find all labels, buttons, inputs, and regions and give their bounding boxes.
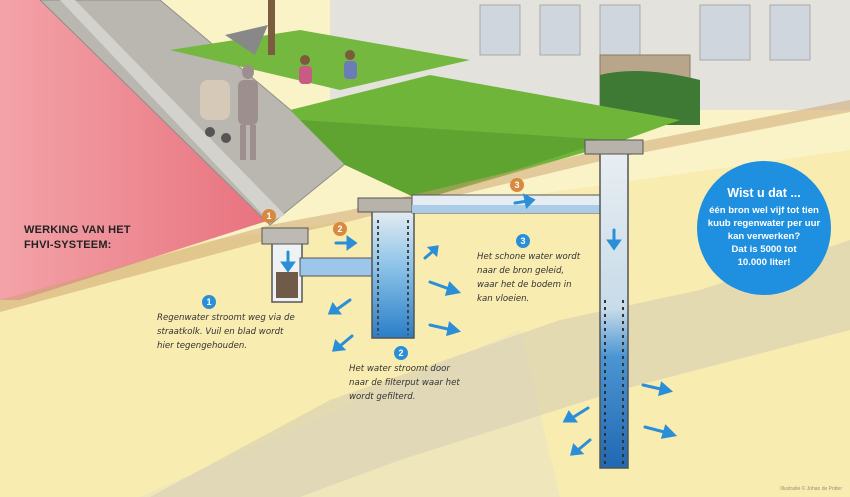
fact-heading: Wist u dat ...	[727, 186, 801, 200]
step-badge-2: 2	[394, 346, 408, 360]
title-line-1: WERKING VAN HET	[24, 224, 131, 236]
fact-line-4: Dat is 5000 tot	[731, 244, 797, 255]
step-note-3: Het schone water wordt naar de bron gele…	[477, 250, 580, 306]
marker-orange-1: 1	[262, 209, 276, 223]
umbrella	[225, 25, 268, 55]
tree-trunk	[268, 0, 275, 55]
step-badge-3: 3	[516, 234, 530, 248]
road	[0, 0, 270, 300]
step-badge-1: 1	[202, 295, 216, 309]
step-note-2: Het water stroomt door naar de filterput…	[349, 362, 460, 404]
illustration-credit: Illustratie © Johan de Potter	[780, 486, 842, 492]
fact-line-5: 10.000 liter!	[737, 257, 791, 268]
step-2-line-2: naar de filterput waar het	[349, 378, 460, 388]
title-line-2: FHVI-SYSTEEM:	[24, 239, 112, 251]
fact-circle: Wist u dat ... één bron wel vijf tot tie…	[697, 161, 831, 295]
flow-arrows	[280, 193, 678, 456]
step-1-line-2: straatkolk. Vuil en blad wordt	[157, 327, 284, 337]
fact-line-2: kuub regenwater per uur	[707, 218, 821, 229]
children	[299, 50, 357, 84]
step-note-1: Regenwater stroomt weg via de straatkolk…	[157, 311, 295, 353]
fact-line-1: één bron wel vijf tot tien	[709, 205, 819, 216]
step-3-line-2: naar de bron geleid,	[477, 266, 565, 276]
marker-orange-2: 2	[333, 222, 347, 236]
step-3-line-1: Het schone water wordt	[477, 252, 581, 262]
step-1-line-1: Regenwater stroomt weg via de	[157, 313, 295, 323]
step-2-line-3: wordt gefilterd.	[349, 392, 416, 402]
marker-orange-3: 3	[510, 178, 524, 192]
pedestrians	[200, 65, 258, 160]
step-3-line-3: waar het de bodem in	[477, 280, 572, 290]
step-2-line-1: Het water stroomt door	[349, 364, 450, 374]
diagram-title: WERKING VAN HET FHVI-SYSTEEM:	[24, 223, 131, 253]
fact-text: één bron wel vijf tot tien kuub regenwat…	[697, 204, 831, 269]
inflow-pipe	[299, 257, 381, 277]
step-3-line-4: kan vloeien.	[477, 294, 530, 304]
step-1-line-3: hier tegengehouden.	[157, 341, 248, 351]
fact-line-3: kan verwerken?	[727, 231, 801, 242]
